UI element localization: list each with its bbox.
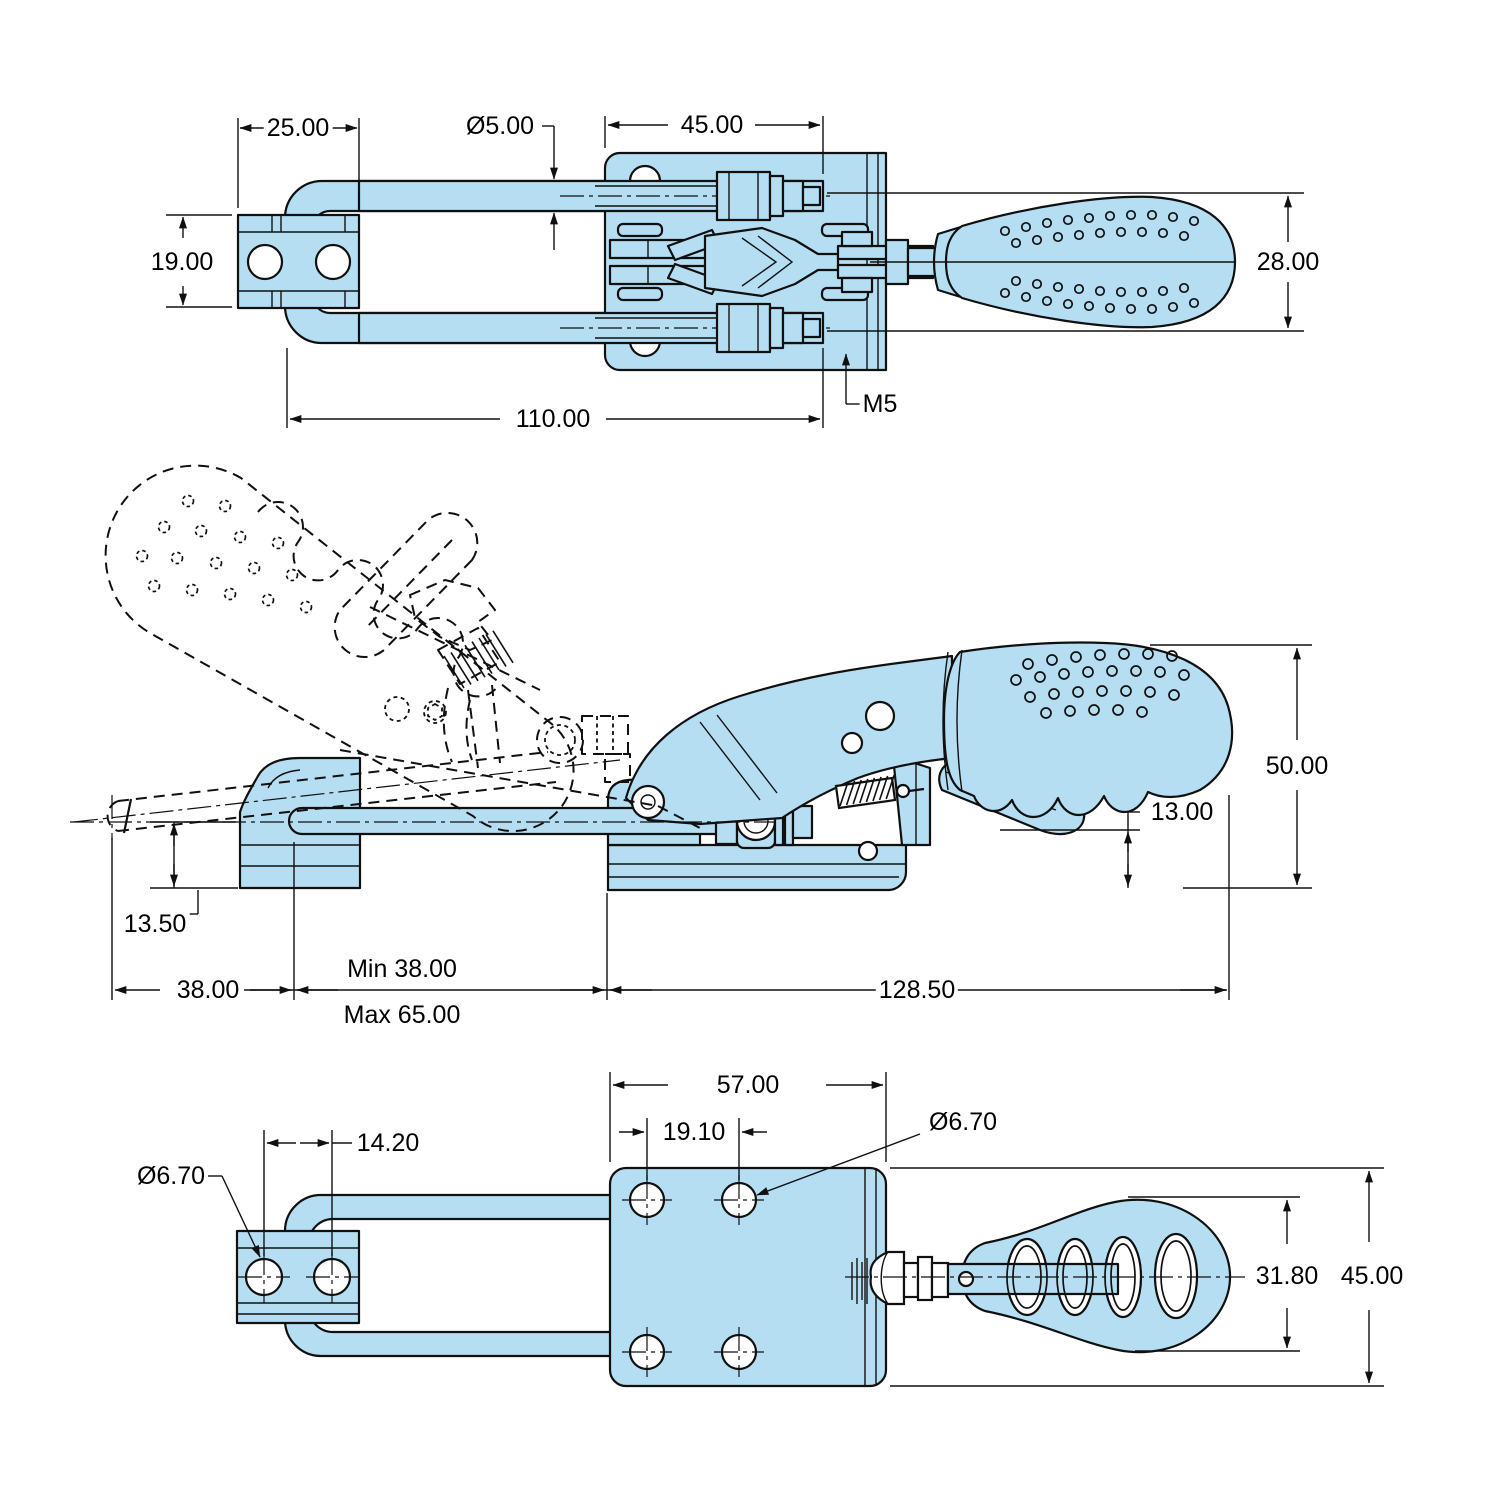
dim-overall-length: 110.00 (512, 406, 594, 432)
dim-latch-hole-spacing: 14.20 (353, 1130, 423, 1156)
open-position-phantom (73, 464, 701, 840)
dim-rod-diameter: Ø5.00 (462, 113, 538, 139)
dim-reach-max: Max 65.00 (343, 1000, 461, 1029)
dim-base-plate-height: 45.00 (1337, 1263, 1407, 1289)
dim-handle-width: 31.80 (1252, 1263, 1322, 1289)
dim-overall-height: 50.00 (1262, 753, 1332, 779)
dim-latch-plate-width: 25.00 (263, 115, 333, 141)
dim-base-plate-span: 45.00 (677, 112, 747, 138)
dim-thread-size: M5 (859, 391, 901, 417)
top-view (166, 116, 1304, 428)
dim-body-length: 128.50 (875, 977, 959, 1003)
dim-reach-min: Min 38.00 (347, 954, 457, 983)
dim-base-hole-diameter: Ø6.70 (925, 1109, 1001, 1135)
dim-latch-offset: 13.50 (120, 911, 190, 937)
dim-release-height: 13.00 (1147, 799, 1217, 825)
dim-base-hole-span: 57.00 (713, 1072, 783, 1098)
dim-u-bolt-travel: 38.00 (173, 977, 243, 1003)
dim-handle-diameter: 28.00 (1253, 249, 1323, 275)
dim-base-hole-spacing: 19.10 (659, 1119, 729, 1145)
side-view (70, 464, 1312, 1000)
bottom-view (208, 1072, 1384, 1388)
dim-latch-plate-height: 19.00 (147, 249, 217, 275)
dim-latch-hole-diameter: Ø6.70 (133, 1163, 209, 1189)
